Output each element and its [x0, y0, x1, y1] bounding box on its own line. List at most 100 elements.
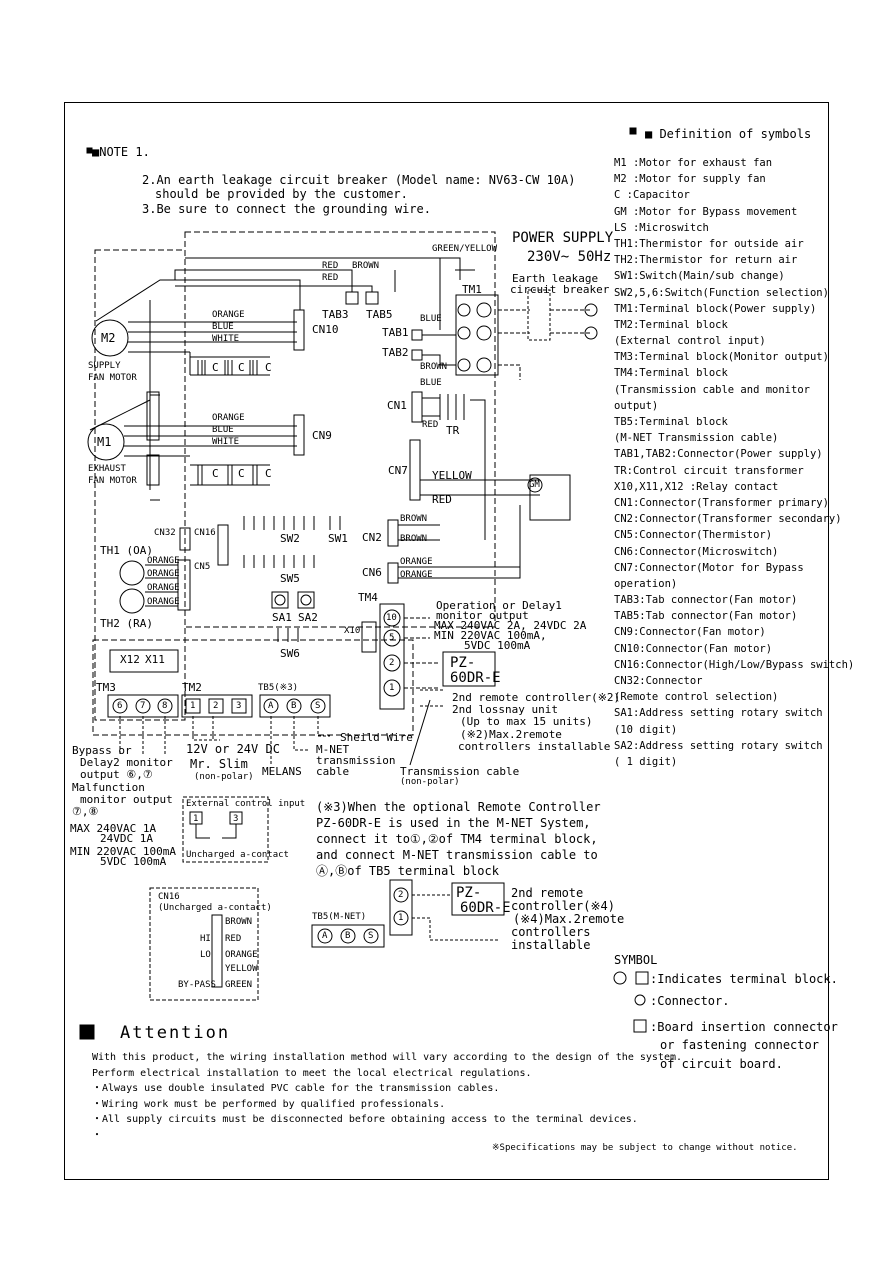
tm3-terminal-8: 8: [162, 701, 168, 711]
definition-item: CN10:Connector(Fan motor): [614, 642, 773, 655]
capacitor-label: C: [212, 361, 219, 374]
label-orange-t: ORANGE: [147, 556, 180, 566]
supply-label-a: SUPPLY: [88, 361, 121, 371]
definition-item: CN32:Connector: [614, 675, 703, 687]
definition-item: (Remote control selection): [614, 691, 779, 704]
label-x11: X11: [145, 653, 165, 666]
definition-item: TR:Control circuit transformer: [614, 464, 804, 477]
rc2-a: 2nd remote: [511, 886, 584, 900]
cn16-box-sub: (Uncharged a-contact): [158, 903, 272, 913]
definition-item: SW2,5,6:Switch(Function selection): [614, 286, 829, 299]
definition-item: CN2:Connector(Transformer secondary): [614, 513, 842, 526]
label-orange-3: ORANGE: [400, 557, 433, 567]
note-3: 3.Be sure to connect the grounding wire.: [142, 202, 431, 216]
label-blue-3: BLUE: [212, 322, 234, 332]
capacitor-label: C: [265, 361, 272, 374]
definition-item: (Transmission cable and monitor: [614, 383, 810, 396]
note3-a: (※3)When the optional Remote Controller: [316, 800, 601, 814]
symbol-1: :Indicates terminal block.: [650, 972, 838, 986]
definition-item: TM4:Terminal block: [614, 367, 728, 380]
label-tab2: TAB2: [382, 346, 409, 359]
mnet-label-b: transmission: [316, 754, 396, 767]
lo-label: LO: [200, 950, 211, 960]
label-orange: ORANGE: [212, 310, 245, 320]
definition-item: CN6:Connector(Microswitch): [614, 545, 779, 558]
tm2-terminal-1: 1: [190, 701, 196, 711]
label-cn7: CN7: [388, 464, 408, 477]
op-output-c: MAX 240VAC 2A, 24VDC 2A: [434, 619, 587, 632]
definition-item: output): [614, 399, 659, 412]
tb5m-terminal-s: S: [368, 931, 374, 941]
power-supply-title: POWER SUPPLY: [512, 230, 614, 246]
label-orange-4: ORANGE: [400, 570, 433, 580]
label-cn32: CN32: [154, 528, 176, 538]
wire-red: RED: [225, 934, 242, 944]
definition-item: TM3:Terminal block(Monitor output): [614, 351, 829, 364]
tb5m-terminal-a: A: [322, 931, 328, 941]
label-red: RED: [322, 261, 339, 271]
diagram-frame: [64, 102, 829, 1180]
attention-line: ・All supply circuits must be disconnecte…: [92, 1114, 638, 1125]
label-tb5: TB5(※3): [258, 683, 299, 693]
label-sw1: SW1: [328, 532, 348, 545]
rc2-b: controller(※4): [511, 899, 615, 913]
definition-item: M1 :Motor for exhaust fan: [614, 157, 773, 169]
definition-item: CN7:Connector(Motor for Bypass: [614, 561, 804, 574]
definition-item: (M-NET Transmission cable): [614, 432, 779, 445]
label-orange-t: ORANGE: [147, 583, 180, 593]
label-tab3: TAB3: [322, 308, 349, 321]
note3-b: PZ-60DR-E is used in the M-NET System,: [316, 816, 591, 830]
definition-item: C :Capacitor: [614, 189, 690, 202]
label-brown: BROWN: [352, 261, 380, 271]
rc2-terminal-1: 1: [398, 913, 404, 923]
symbol-3b: or fastening connector: [660, 1038, 819, 1052]
label-tab5: TAB5: [366, 308, 393, 321]
definition-item: CN16:Connector(High/Low/Bypass switch): [614, 658, 855, 671]
supply-label-b: FAN MOTOR: [88, 373, 137, 383]
wire-orange: ORANGE: [225, 950, 258, 960]
label-gm: GM: [529, 480, 540, 490]
attention-line: ・: [92, 1129, 102, 1141]
pz2-label-a: PZ-: [456, 885, 482, 901]
ext-title: External control input: [186, 799, 306, 809]
tb5-terminal-s: S: [315, 701, 321, 711]
shield-wire-label: Sheild Wire: [340, 731, 413, 744]
wire-yellow: YELLOW: [225, 964, 258, 974]
symbol-2: :Connector.: [650, 994, 730, 1008]
capacitor-label: C: [238, 467, 245, 480]
exhaust-label-b: FAN MOTOR: [88, 476, 137, 486]
definitions-list: M1 :Motor for exhaust fan M2 :Motor for s…: [614, 155, 854, 770]
note3-d: and connect M-NET transmission cable to: [316, 848, 598, 862]
label-orange-t: ORANGE: [147, 597, 180, 607]
label-cn16: CN16: [194, 528, 216, 538]
rc-label-c: (Up to max 15 units): [460, 715, 593, 728]
label-th1: TH1 (OA): [100, 544, 153, 557]
mnet-label-a: M-NET: [316, 743, 350, 756]
rc2-c: (※4)Max.2remote: [513, 912, 625, 926]
label-blue-4: BLUE: [212, 425, 234, 435]
tb5-mnet-label: TB5(M-NET): [312, 912, 367, 922]
label-orange-2: ORANGE: [212, 413, 245, 423]
tm4-terminal-5: 5: [389, 633, 395, 643]
attention-line: ・Always use double insulated PVC cable f…: [92, 1083, 500, 1094]
rc-label-d: (※2)Max.2remote: [460, 728, 562, 741]
rc-label-a: 2nd remote controller(※2): [452, 691, 621, 704]
mnet-label-c: cable: [316, 765, 350, 778]
mrslim-a: 12V or 24V DC: [186, 742, 280, 756]
note3-c: connect it to①,②of TM4 terminal block,: [316, 832, 598, 846]
definition-item: TH2:Thermistor for return air: [614, 254, 798, 267]
min-b: 5VDC 100mA: [100, 855, 167, 868]
label-brown-4: BROWN: [400, 534, 428, 544]
label-green-yellow: GREEN/YELLOW: [432, 244, 498, 254]
pz2-label-b: 60DR-E: [460, 900, 511, 916]
attention-line: ・Wiring work must be performed by qualif…: [92, 1098, 446, 1110]
definition-item: SW1:Switch(Main/sub change): [614, 270, 785, 283]
min-a: MIN 220VAC 100mA: [70, 845, 176, 858]
label-sw5: SW5: [280, 572, 300, 585]
label-cn9: CN9: [312, 429, 332, 442]
definition-item: TB5:Terminal block: [614, 416, 728, 428]
definition-item: M2 :Motor for supply fan: [614, 173, 766, 186]
capacitor-label: C: [238, 361, 245, 374]
symbol-3a: :Board insertion connector: [650, 1020, 838, 1034]
